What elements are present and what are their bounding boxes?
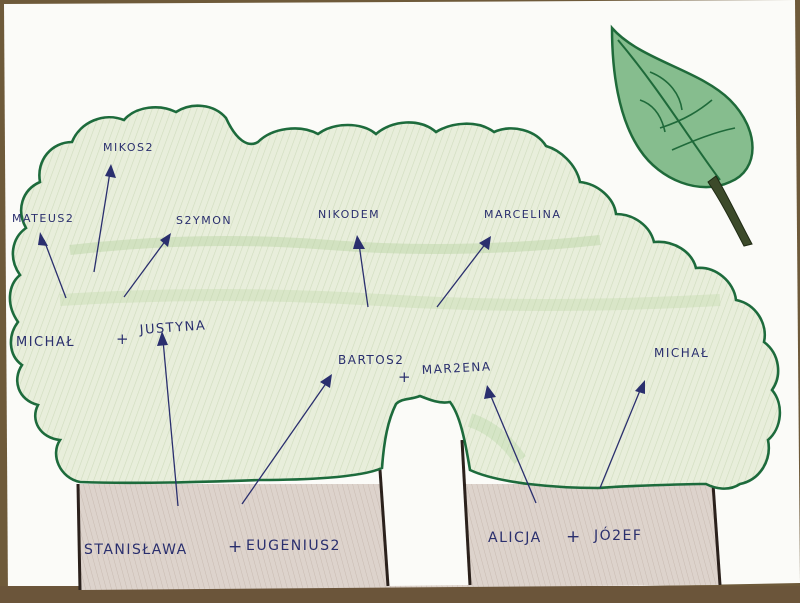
tree-canopy <box>8 104 782 490</box>
name-alicja: ALICJA <box>488 530 542 546</box>
table-surface <box>0 586 800 603</box>
name-mikos2: MIKOS2 <box>103 141 154 154</box>
name-mar2ena: MAR2ENA <box>421 359 491 377</box>
tree-trunk <box>76 395 722 591</box>
name-mateus2: MATEUS2 <box>12 212 74 225</box>
arrow-to-mateus2 <box>38 232 67 299</box>
arrow-to-justyna <box>157 331 179 507</box>
relationship-arrows <box>38 164 645 507</box>
plus-sign: + <box>398 368 411 386</box>
plus-sign: + <box>566 527 580 547</box>
generation-1-names: STANISŁAWA + EUGENIUS2 ALICJA + JÓ2EF <box>84 526 642 558</box>
arrow-to-mar2ena <box>484 385 537 504</box>
name-jozef: JÓ2EF <box>593 526 642 544</box>
name-marcelina: MARCELINA <box>484 208 561 221</box>
arrow-to-marcelina <box>436 236 491 308</box>
name-nikodem: NIKODEM <box>318 208 380 221</box>
arrow-to-nikodem <box>353 235 369 308</box>
arrow-to-michal-right <box>599 380 645 489</box>
arrow-to-s2ymon <box>123 233 171 298</box>
name-michal-right: MICHAŁ <box>654 346 709 360</box>
name-bartos2: BARTOS2 <box>338 353 404 367</box>
leaf-drawing <box>610 24 754 247</box>
plus-sign: + <box>228 537 242 557</box>
name-justyna: JUSTYNA <box>138 318 206 338</box>
arrow-to-bartos2 <box>241 374 332 505</box>
generation-3-names: MATEUS2 MIKOS2 S2YMON NIKODEM MARCELINA <box>12 141 561 227</box>
plus-sign: + <box>116 330 129 348</box>
name-eugenius2: EUGENIUS2 <box>246 538 341 554</box>
name-s2ymon: S2YMON <box>176 214 232 227</box>
name-stanislawa: STANISŁAWA <box>84 542 188 558</box>
arrow-to-mikos2 <box>93 164 116 273</box>
name-michal-left: MICHAŁ <box>16 335 75 350</box>
generation-2-names: MICHAŁ + JUSTYNA BARTOS2 + MAR2ENA MICHA… <box>16 318 709 386</box>
